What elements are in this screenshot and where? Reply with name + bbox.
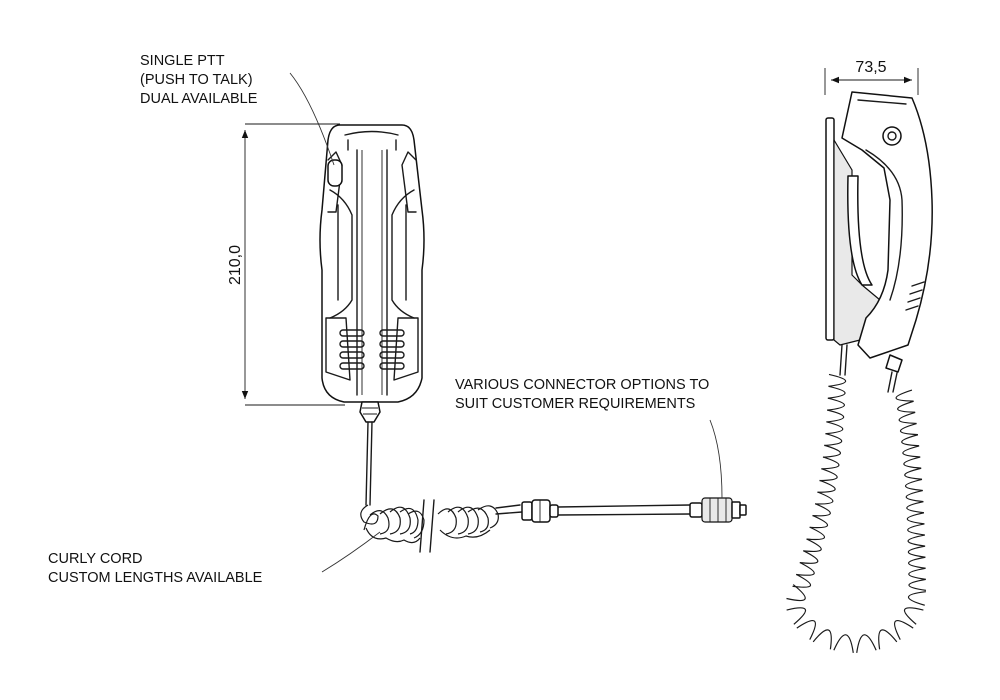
ptt-note-line-3: DUAL AVAILABLE: [140, 91, 258, 107]
ptt-note-line-1: SINGLE PTT: [140, 53, 225, 69]
connector-note-line-2: SUIT CUSTOMER REQUIREMENTS: [455, 396, 695, 412]
cord-coil-turn: [878, 629, 898, 650]
curly-cord-side: [786, 373, 927, 653]
cord-note-line-1: CURLY CORD: [48, 551, 143, 567]
cord-coil-turn: [898, 411, 917, 425]
cord-coil-turn: [904, 607, 924, 625]
cord-coil-turn: [901, 434, 920, 447]
curly-cord-front: [360, 497, 747, 553]
cord-coil-turn: [907, 523, 925, 536]
cord-coil-turn: [786, 584, 806, 602]
cord-coil-turn: [833, 634, 854, 653]
cord-coil-turn: [826, 409, 845, 423]
cord-coil-turn: [827, 397, 846, 411]
cord-coil-turn: [822, 444, 842, 458]
cord-coil-turn: [856, 634, 877, 653]
cord-coil-turn: [907, 545, 926, 558]
cord-coil-turn: [796, 619, 817, 640]
cord-coil-turn: [907, 534, 926, 547]
cord-coil-turn: [904, 467, 923, 480]
cord-coil-turn: [792, 573, 812, 588]
cord-coil-turn: [803, 538, 822, 552]
cord-coil-turn: [904, 478, 923, 492]
cord-coil-turn: [906, 501, 925, 514]
height-dimension-label: 210,0: [227, 245, 244, 285]
cord-coil-turn: [786, 607, 806, 625]
cord-coil-turn: [907, 556, 926, 569]
ptt-note-line-2: (PUSH TO TALK): [140, 72, 253, 88]
cord-coil-turn: [827, 385, 846, 399]
cord-coil-turn: [799, 550, 819, 564]
height-dimension: [241, 123, 345, 406]
cord-coil-turn: [821, 456, 840, 470]
cord-coil-turn: [815, 491, 834, 505]
cord-coil-turn: [828, 373, 847, 387]
cord-coil-turn: [817, 479, 836, 493]
cord-coil-turn: [824, 432, 843, 447]
cord-coil-turn: [899, 422, 918, 436]
connector-note-line-1: VARIOUS CONNECTOR OPTIONS TO: [455, 377, 709, 393]
cord-coil-turn: [908, 578, 927, 591]
cord-coil-turn: [819, 468, 838, 482]
width-dimension-label: 73,5: [855, 59, 886, 76]
cord-coil-turn: [897, 400, 916, 413]
cord-coil-turn: [902, 445, 921, 458]
side-view-handset: [824, 68, 933, 393]
cord-coil-turn: [893, 619, 914, 640]
cord-coil-turn: [907, 591, 926, 606]
cord-note-line-2: CUSTOM LENGTHS AVAILABLE: [48, 570, 263, 586]
cord-coil-turn: [812, 503, 831, 517]
cord-coil-turn: [906, 512, 925, 525]
front-view-handset: [319, 124, 425, 506]
cord-coil-turn: [812, 629, 832, 650]
cord-coil-turn: [806, 526, 826, 541]
cord-coil-turn: [809, 514, 829, 529]
cord-coil-turn: [825, 421, 844, 435]
cord-coil-turn: [905, 489, 924, 503]
cord-coil-turn: [796, 561, 815, 576]
cord-coil-turn: [903, 456, 922, 469]
cord-coil-turn: [895, 389, 914, 402]
cord-coil-turn: [908, 567, 926, 580]
